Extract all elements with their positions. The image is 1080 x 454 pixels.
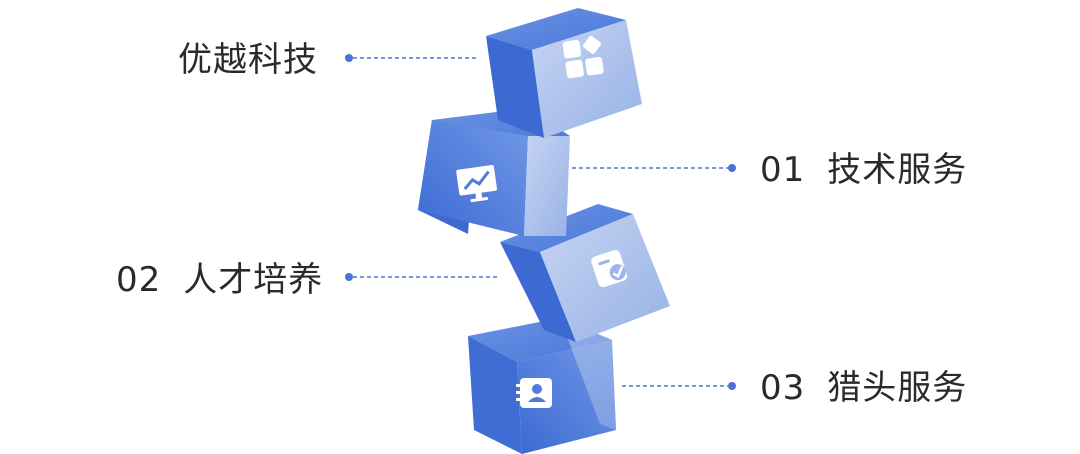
connector-01 [572,164,736,172]
cube-top [486,8,642,138]
item-02-label: 02 人才培养 [116,260,323,300]
item-03-label: 03 猎头服务 [760,368,967,408]
item-number: 01 [760,150,805,190]
item-number: 03 [760,368,805,408]
item-number: 02 [116,260,161,300]
item-text: 猎头服务 [827,368,967,408]
cube-03 [468,318,616,454]
title-label: 优越科技 [178,40,318,80]
connector-title [345,54,478,62]
item-text: 人才培养 [183,260,323,300]
connector-03 [622,382,736,390]
connector-02 [345,273,500,281]
item-01-label: 01 技术服务 [760,150,967,190]
contact-book-icon [516,378,552,408]
item-text: 技术服务 [827,150,967,190]
